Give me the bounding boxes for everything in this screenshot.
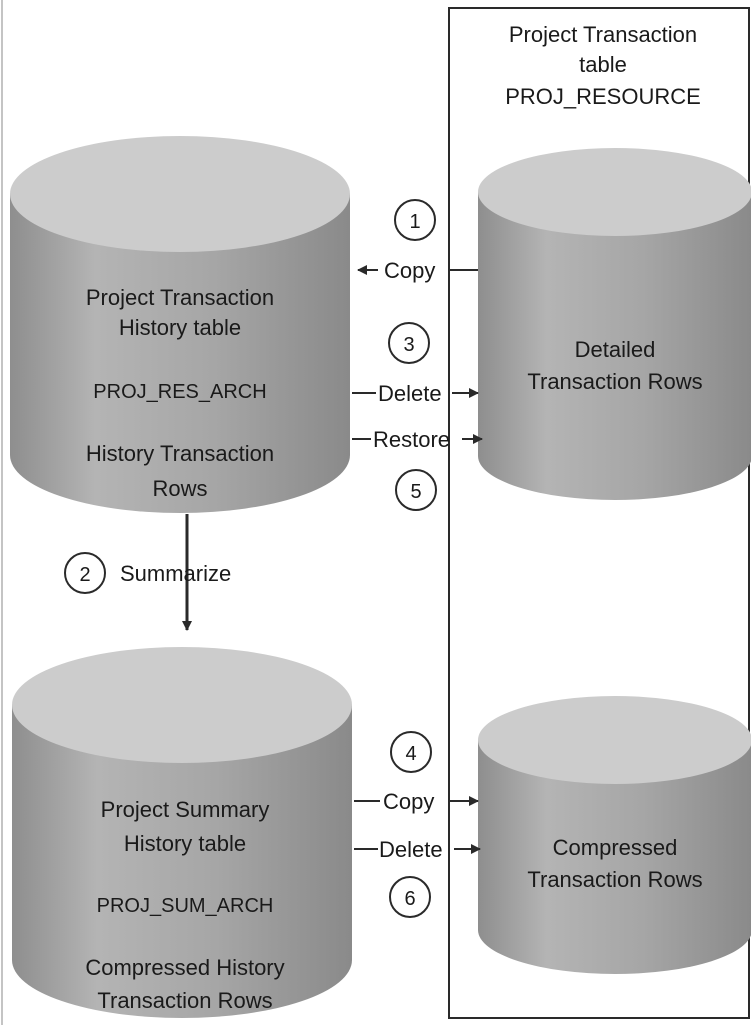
compressed-rows-cylinder: Compressed Transaction Rows	[478, 696, 751, 974]
summary-cylinder-line4: Transaction Rows	[97, 988, 272, 1013]
svg-text:6: 6	[404, 888, 415, 910]
svg-text:4: 4	[405, 743, 416, 765]
detailed-cylinder-line2: Transaction Rows	[527, 369, 702, 394]
summary-cylinder-line3: Compressed History	[85, 955, 284, 980]
delete-label-compressed: Delete	[379, 837, 443, 862]
container-title-line1: Project Transaction	[509, 22, 697, 47]
summary-table-cylinder: Project Summary History table PROJ_SUM_A…	[12, 647, 352, 1018]
step-2-badge: 2	[64, 552, 106, 594]
svg-text:3: 3	[403, 334, 414, 356]
copy-label-history: Copy	[384, 258, 435, 283]
summarize-label: Summarize	[120, 561, 231, 586]
summary-cylinder-code: PROJ_SUM_ARCH	[97, 895, 274, 917]
summary-cylinder-line1: Project Summary	[101, 797, 270, 822]
history-cylinder-line2: History table	[119, 315, 241, 340]
detailed-rows-cylinder: Detailed Transaction Rows	[478, 148, 751, 500]
step-1-badge: 1	[394, 199, 436, 241]
history-cylinder-line4: Rows	[152, 476, 207, 501]
step-4-badge: 4	[390, 731, 432, 773]
compressed-cylinder-line1: Compressed	[553, 835, 678, 860]
restore-label: Restore	[373, 427, 450, 452]
summary-cylinder-line2: History table	[124, 831, 246, 856]
history-cylinder-line1: Project Transaction	[86, 285, 274, 310]
detailed-cylinder-line1: Detailed	[575, 337, 656, 362]
compressed-cylinder-line2: Transaction Rows	[527, 867, 702, 892]
container-title-line2: table	[579, 52, 627, 77]
history-table-cylinder: Project Transaction History table PROJ_R…	[10, 136, 350, 513]
project-transaction-table-box	[448, 7, 750, 1019]
svg-text:2: 2	[79, 564, 90, 586]
delete-label-detailed: Delete	[378, 381, 442, 406]
step-3-badge: 3	[388, 322, 430, 364]
step-6-badge: 6	[389, 876, 431, 918]
history-cylinder-line3: History Transaction	[86, 441, 274, 466]
svg-text:5: 5	[410, 481, 421, 503]
copy-label-compressed: Copy	[383, 789, 434, 814]
history-cylinder-code: PROJ_RES_ARCH	[93, 381, 266, 403]
step-5-badge: 5	[395, 469, 437, 511]
svg-text:1: 1	[409, 211, 420, 233]
container-title-line3: PROJ_RESOURCE	[505, 84, 701, 109]
